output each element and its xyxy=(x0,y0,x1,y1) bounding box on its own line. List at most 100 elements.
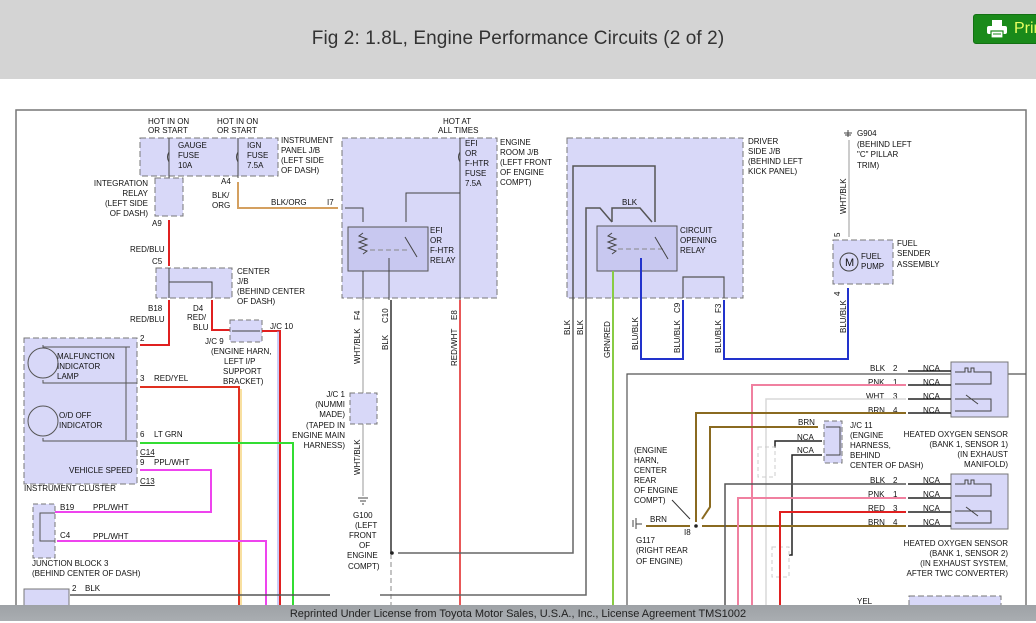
s1-nca-4: NCA xyxy=(923,406,941,415)
jc11-internal xyxy=(826,426,841,456)
driver-jb-blk-inner xyxy=(611,207,653,223)
printer-icon xyxy=(987,20,1007,39)
ground-icon xyxy=(358,497,368,505)
jc9-l1: (ENGINE HARN, xyxy=(211,347,271,356)
center-jb-l3: (BEHIND CENTER xyxy=(237,287,305,296)
mil-lamp-icon xyxy=(27,347,59,379)
ip-jb-l3: (LEFT SIDE xyxy=(281,156,324,165)
hot-run-1: HOT IN ON xyxy=(148,117,189,126)
jc1-l5: HARNESS) xyxy=(304,441,346,450)
s1-nca-3: NCA xyxy=(923,392,941,401)
wire-blu-blk-label-2: BLU/BLK xyxy=(673,319,682,353)
driver-jb-inner-wire: BLK xyxy=(622,198,638,207)
s1-pin-2: 1 xyxy=(893,378,898,387)
wire-wht-blk-lower: WHT/BLK xyxy=(353,439,362,475)
pin-6: 6 xyxy=(140,430,145,439)
engine-room-jb-l5: COMPT) xyxy=(500,178,532,187)
wire-wht-blk-label: WHT/BLK xyxy=(353,328,362,364)
leader-arrow xyxy=(671,499,691,520)
wire-blk-label: BLK xyxy=(381,334,390,350)
jc11-l2: HARNESS, xyxy=(850,441,891,450)
wire-grn-red-label: GRN/RED xyxy=(603,321,612,358)
wire-blu-blk-label-3: BLU/BLK xyxy=(714,319,723,353)
o2-sensor-1-pins xyxy=(908,370,951,414)
connector-a9: A9 xyxy=(152,219,162,228)
jc11-l1: (ENGINE xyxy=(850,431,883,440)
wire-nca-1 xyxy=(774,440,822,448)
fuel-pin-top: 5 xyxy=(833,232,842,237)
g904-l1: (BEHIND LEFT xyxy=(857,140,912,149)
driver-jb-l3: (BEHIND LEFT xyxy=(748,157,803,166)
wire-blk-1 xyxy=(398,300,574,554)
ground-icon xyxy=(632,518,642,529)
ign-fuse-l2: FUSE xyxy=(247,151,268,160)
efi-fuse-l1: EFI xyxy=(465,139,477,148)
jc10-name: J/C 10 xyxy=(270,322,294,331)
gauge-fuse-l2: FUSE xyxy=(178,151,199,160)
splice-i8 xyxy=(694,524,698,528)
s1-label-4: MANIFOLD) xyxy=(964,460,1008,469)
jc1-l2: MADE) xyxy=(319,410,345,419)
connector-c10: C10 xyxy=(381,308,390,323)
print-button[interactable]: Print xyxy=(973,14,1036,44)
engine-harn-l2: HARN, xyxy=(634,456,659,465)
motor-glyph: M xyxy=(845,257,854,269)
g904-l2: "C" PILLAR xyxy=(857,150,898,159)
g100-name: G100 xyxy=(353,511,373,520)
fuel-wire-top: WHT/BLK xyxy=(839,178,848,214)
bottom-block-box xyxy=(23,588,70,620)
jc11-l4: CENTER OF DASH) xyxy=(850,461,924,470)
od-off-wire xyxy=(42,438,137,442)
g100-l1: (LEFT xyxy=(355,521,377,530)
wire-red-blu-d4-l2: BLU xyxy=(193,323,209,332)
efi-relay-l4: RELAY xyxy=(430,256,456,265)
wire-brn-s1 xyxy=(695,412,906,522)
wire-red-wht-label: RED/WHT xyxy=(450,329,459,366)
bottom-component-box xyxy=(908,595,1002,623)
sensor-section-frame xyxy=(626,373,1026,621)
s2-wire-1: BLK xyxy=(870,476,886,485)
jc9-l4: BRACKET) xyxy=(223,377,264,386)
driver-jb-blk-1 xyxy=(572,165,656,300)
integration-relay-l2: RELAY xyxy=(122,189,148,198)
center-jb-box xyxy=(155,267,233,299)
gauge-fuse-l1: GAUGE xyxy=(178,141,207,150)
variable-resistor-icon xyxy=(965,394,979,405)
s1-nca-2: NCA xyxy=(923,378,941,387)
engine-harn-l4: REAR xyxy=(634,476,656,485)
wire-blu-blk-c9 xyxy=(640,258,684,360)
engine-harn-l3: CENTER xyxy=(634,466,667,475)
driver-jb-c9-f3-link xyxy=(682,276,725,298)
od-off-l1: O/D OFF xyxy=(59,411,92,420)
wiring-diagram-svg: HOT IN ON OR START HOT IN ON OR START GA… xyxy=(15,109,1027,623)
wire-blu-blk-f3 xyxy=(723,288,849,360)
ign-fuse-l1: IGN xyxy=(247,141,261,150)
efi-relay-l1: EFI xyxy=(430,226,442,235)
wire-blk-right-2: BLK xyxy=(576,319,585,335)
connector-c9: C9 xyxy=(673,302,682,313)
wire-blk-2 xyxy=(380,300,587,596)
jc11-l3: BEHIND xyxy=(850,451,880,460)
ip-jb-l2: PANEL J/B xyxy=(281,146,320,155)
vehicle-speed: VEHICLE SPEED xyxy=(69,466,133,475)
pin-6-wire: LT GRN xyxy=(154,430,183,439)
connector-c5: C5 xyxy=(152,257,163,266)
jc9-l2: LEFT I/P xyxy=(224,357,255,366)
wiring-diagram: HOT IN ON OR START HOT IN ON OR START GA… xyxy=(0,79,1036,623)
license-footer: Reprinted Under License from Toyota Moto… xyxy=(0,605,1036,621)
mil-l2: INDICATOR xyxy=(57,362,100,371)
jc9-l3: SUPPORT xyxy=(223,367,262,376)
circuit-relay-l2: OPENING xyxy=(680,236,717,245)
wire-lt-grn xyxy=(140,442,294,621)
pin-2: 2 xyxy=(140,334,145,343)
s2-wire-2: PNK xyxy=(868,490,885,499)
pin-9: 9 xyxy=(140,458,145,467)
wire-pnk-s1 xyxy=(751,384,906,621)
jc11-pin-1: BRN xyxy=(798,418,815,427)
g117-wire: BRN xyxy=(650,515,667,524)
jc11-name: J/C 11 xyxy=(850,421,873,430)
g117-name: G117 xyxy=(636,536,656,545)
fuel-pin-bottom: 4 xyxy=(833,291,842,296)
pin-3-wire: RED/YEL xyxy=(154,374,189,383)
s2-pin-4: 4 xyxy=(893,518,898,527)
